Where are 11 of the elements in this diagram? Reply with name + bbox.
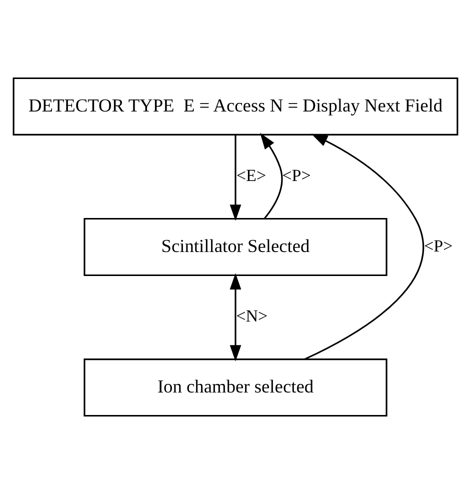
edge-label: <P> [424, 236, 453, 255]
arrow [230, 134, 242, 220]
edge-label: <E> [236, 166, 266, 185]
arrow [260, 132, 283, 219]
node-box: Ion chamber selected [84, 358, 388, 416]
edge-label: <N> [236, 306, 268, 326]
edge-label: <P> [282, 166, 311, 185]
arrow [230, 272, 242, 361]
arrow [304, 133, 424, 360]
node-box: DETECTOR TYPE E = Access N = Display Next Field [12, 76, 458, 135]
node-box: Scintillator Selected [84, 217, 388, 276]
